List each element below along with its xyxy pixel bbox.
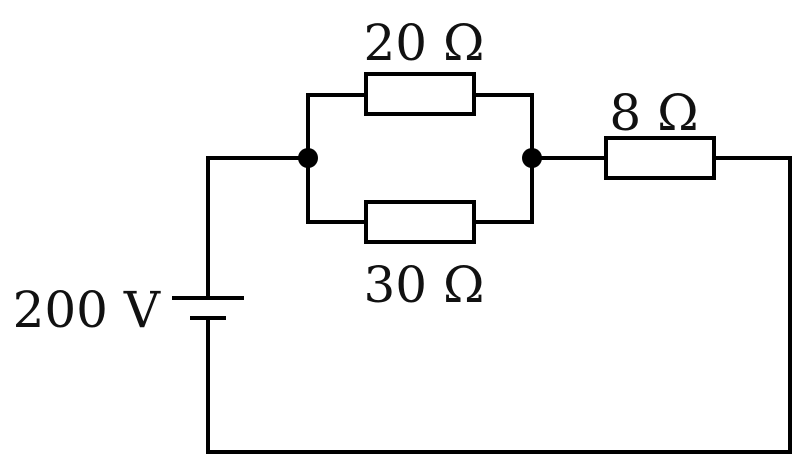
resistor-20-ohm xyxy=(364,72,476,116)
junction-left xyxy=(298,148,318,168)
resistor-30-ohm xyxy=(364,200,476,244)
label-30-ohm: 30 Ω xyxy=(364,256,485,314)
resistor-8-ohm xyxy=(604,136,716,180)
wire-left-upper xyxy=(206,156,310,300)
wire-outer-loop xyxy=(206,156,792,454)
label-20-ohm: 20 Ω xyxy=(364,14,485,72)
junction-right xyxy=(522,148,542,168)
battery-symbol xyxy=(172,296,244,320)
label-battery-voltage: 200 V xyxy=(13,281,161,339)
label-8-ohm: 8 Ω xyxy=(609,84,698,142)
